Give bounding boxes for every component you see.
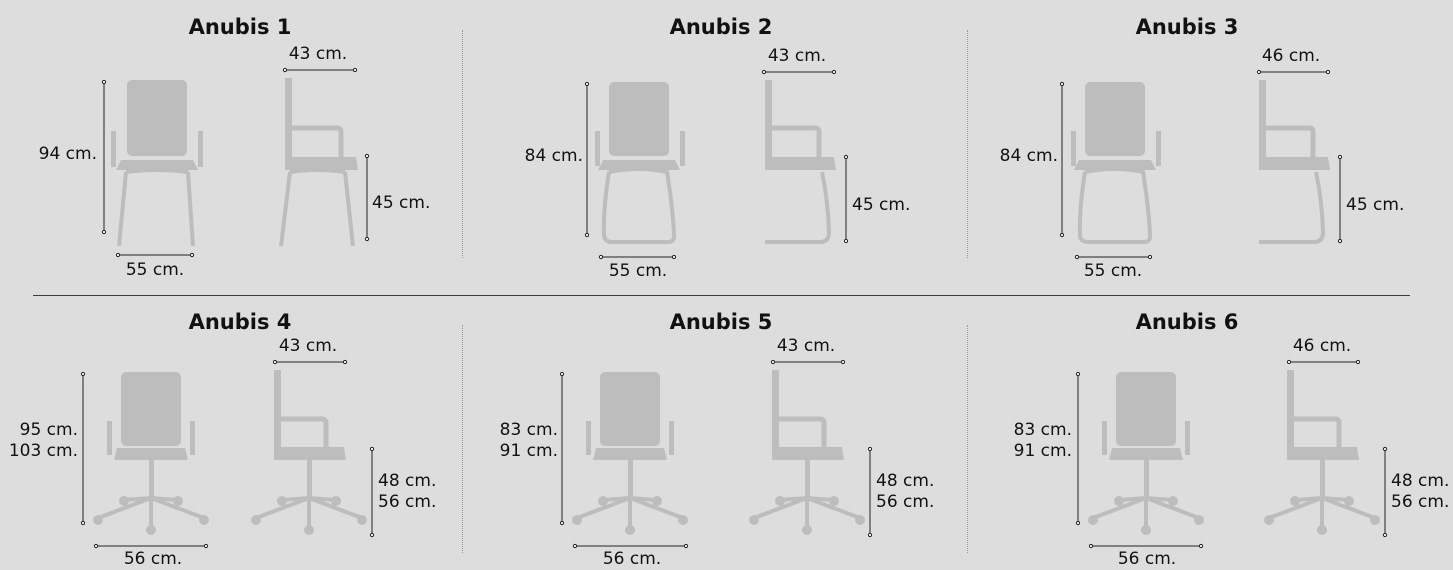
width-dimension: 56 cm. — [123, 549, 183, 569]
seat-height-dimension-alt: 56 cm. — [1391, 492, 1450, 512]
height-dimension-alt: 103 cm. — [8, 441, 78, 461]
chair-diagram-anubis-2 — [584, 69, 849, 260]
chair-title: Anubis 4 — [188, 310, 292, 334]
width-dimension: 55 cm. — [125, 260, 185, 280]
depth-dimension: 46 cm. — [1292, 336, 1352, 356]
seat-height-dimension: 45 cm. — [852, 195, 911, 215]
legs — [117, 168, 195, 247]
seat-height-dimension: 45 cm. — [1346, 195, 1405, 215]
height-dimension: 83 cm. — [1013, 420, 1072, 440]
width-dimension: 56 cm. — [602, 549, 662, 569]
column-separator — [462, 30, 463, 258]
height-dimension: 95 cm. — [19, 420, 78, 440]
chair-diagram-anubis-4 — [80, 359, 375, 549]
side-seat — [285, 157, 358, 170]
chair-diagram-anubis-3 — [1059, 69, 1343, 260]
seat — [116, 160, 198, 170]
height-dimension-alt: 91 cm. — [499, 441, 558, 461]
chair-title: Anubis 6 — [1135, 310, 1239, 334]
side-legs — [279, 168, 355, 247]
height-dimension-alt: 91 cm. — [1013, 441, 1072, 461]
column-separator — [967, 30, 968, 258]
width-dimension: 55 cm. — [1083, 261, 1143, 281]
chair-title: Anubis 2 — [669, 15, 773, 39]
height-dimension: 84 cm. — [999, 146, 1058, 166]
chair-diagram-anubis-5 — [559, 359, 873, 549]
seat-height-dimension-alt: 56 cm. — [378, 492, 437, 512]
height-dimension: 84 cm. — [524, 146, 583, 166]
height-dimension: 83 cm. — [499, 420, 558, 440]
depth-dimension: 43 cm. — [278, 336, 338, 356]
column-separator — [967, 325, 968, 553]
seat-height-dimension: 48 cm. — [876, 471, 935, 491]
width-dimension: 56 cm. — [1117, 549, 1177, 569]
chair-title: Anubis 3 — [1135, 15, 1239, 39]
side-backrest — [285, 78, 292, 160]
width-dimension: 55 cm. — [608, 261, 668, 281]
depth-dimension: 46 cm. — [1261, 46, 1321, 66]
row-separator — [33, 295, 1410, 296]
chair-title: Anubis 1 — [188, 15, 292, 39]
seat-height-dimension: 48 cm. — [378, 471, 437, 491]
column-separator — [462, 325, 463, 553]
seat-height-dimension: 45 cm. — [372, 193, 431, 213]
seat-height-dimension-alt: 56 cm. — [876, 492, 935, 512]
seat-height-dimension: 48 cm. — [1391, 471, 1450, 491]
armrest — [198, 131, 203, 167]
backrest — [127, 80, 187, 156]
side-armrest — [292, 125, 344, 158]
chair-diagram-anubis-1 — [101, 67, 370, 258]
depth-dimension: 43 cm. — [767, 46, 827, 66]
chair-diagram-anubis-6 — [1075, 359, 1388, 549]
height-dimension: 94 cm. — [38, 144, 97, 164]
depth-dimension: 43 cm. — [288, 44, 348, 64]
chair-title: Anubis 5 — [669, 310, 773, 334]
armrest — [111, 131, 116, 167]
depth-dimension: 43 cm. — [776, 336, 836, 356]
